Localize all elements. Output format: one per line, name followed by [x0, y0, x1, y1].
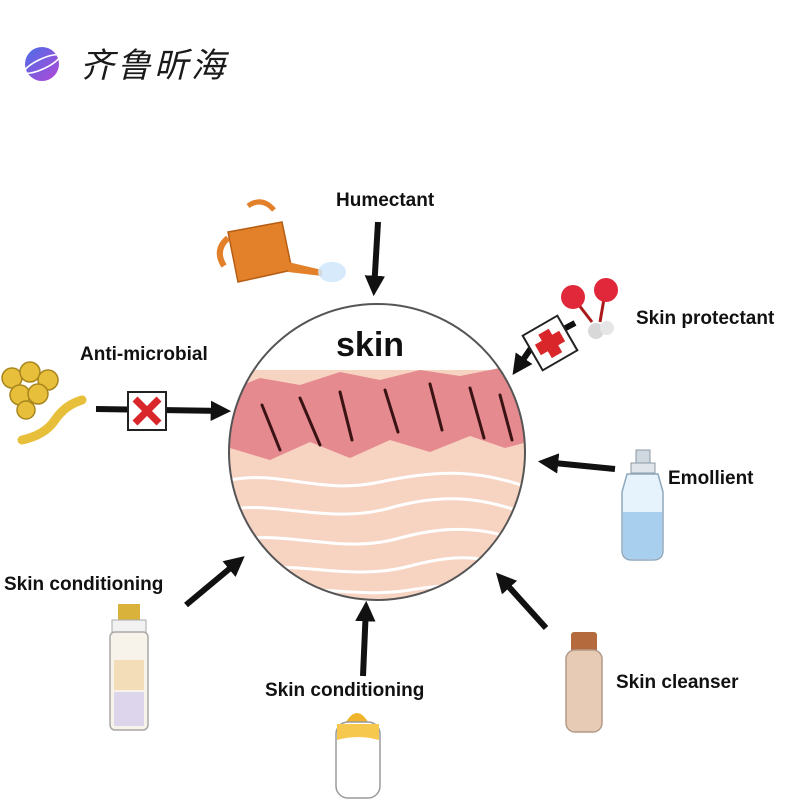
- label-skin-protectant: Skin protectant: [636, 308, 775, 329]
- anti-microbial-x-box: [127, 391, 167, 431]
- arrow-emollient: [537, 453, 616, 474]
- watering-can-icon: [216, 199, 346, 283]
- label-humectant: Humectant: [336, 190, 435, 211]
- label-emollient: Emollient: [668, 468, 754, 489]
- lotion-bottle-icon: [335, 713, 381, 799]
- epidermis-layer: [229, 368, 525, 460]
- label-skin-conditioning-left: Skin conditioning: [4, 574, 164, 595]
- planet-logo-icon: [23, 47, 61, 81]
- arrow-humectant: [364, 221, 386, 297]
- serum-bottle-icon: [109, 604, 149, 731]
- first-aid-balloons-icon: [561, 278, 618, 339]
- watermark-text: 齐鲁昕海: [80, 46, 228, 86]
- hair-strands: [260, 382, 514, 452]
- skin-circle: [228, 303, 526, 601]
- protectant-cross-box: [521, 314, 579, 372]
- skin-label: skin: [336, 326, 405, 364]
- arrow-skin-cleanser: [495, 572, 549, 631]
- bacteria-icon: [1, 361, 87, 445]
- label-skin-cleanser: Skin cleanser: [616, 672, 739, 693]
- label-skin-conditioning-bottom: Skin conditioning: [265, 680, 425, 701]
- cleanser-bottle-icon: [565, 632, 603, 733]
- arrow-skin-conditioning-left: [184, 556, 245, 608]
- label-anti-microbial: Anti-microbial: [80, 344, 208, 365]
- arrow-skin-conditioning-bottom: [355, 600, 376, 677]
- spray-bottle-icon: [621, 449, 664, 561]
